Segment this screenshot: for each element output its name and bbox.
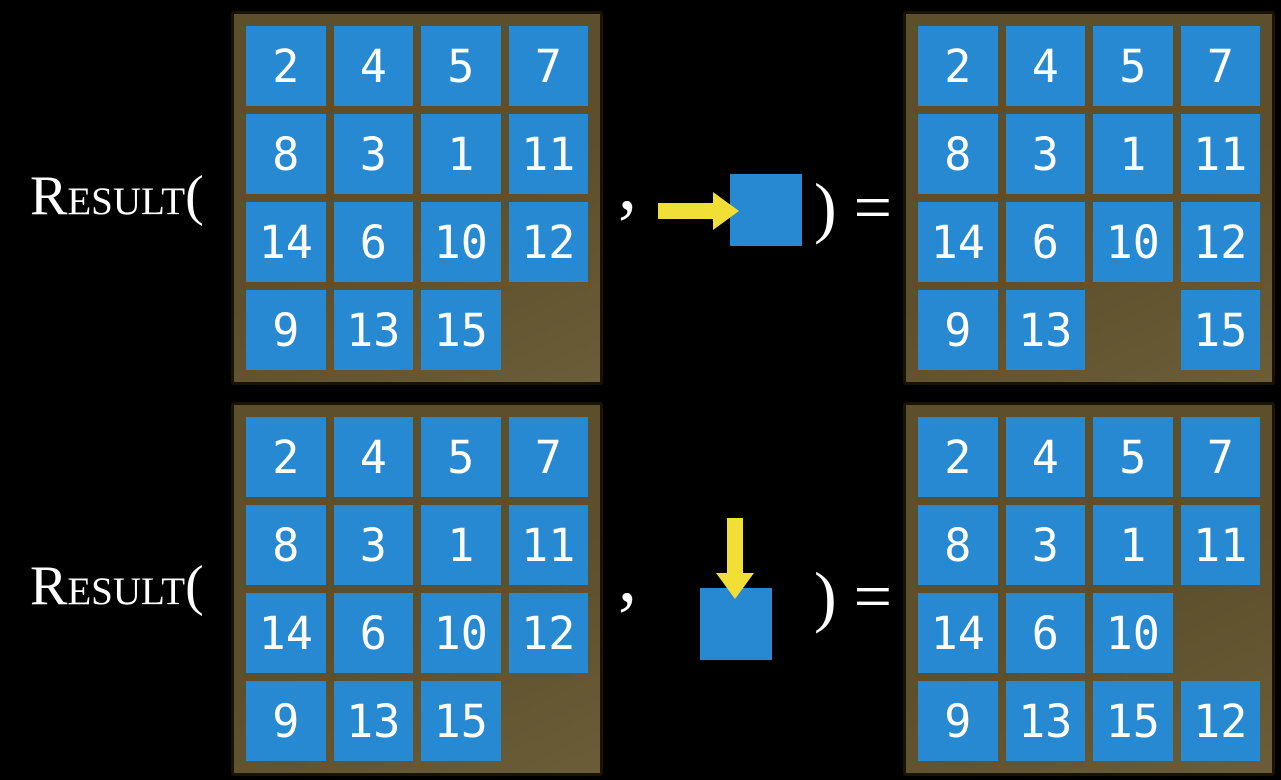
tile-14: 14: [918, 593, 998, 673]
tile-2: 2: [246, 417, 326, 497]
comma-separator: ,: [618, 534, 637, 618]
blank-cell: [509, 290, 589, 370]
tile-6: 6: [333, 202, 413, 282]
move-tile-square: [700, 588, 772, 660]
tile-7: 7: [1180, 417, 1260, 497]
tile-4: 4: [333, 26, 413, 106]
result-function-label: Result(: [30, 165, 204, 227]
tile-3: 3: [1005, 114, 1085, 194]
tile-4: 4: [1005, 26, 1085, 106]
tile-1: 1: [421, 505, 501, 585]
tile-13: 13: [1005, 290, 1085, 370]
tile-15: 15: [421, 681, 501, 761]
tile-4: 4: [333, 417, 413, 497]
tile-1: 1: [1093, 505, 1173, 585]
tile-8: 8: [246, 505, 326, 585]
arrow-shaft: [658, 203, 713, 219]
tile-5: 5: [421, 26, 501, 106]
tile-1: 1: [421, 114, 501, 194]
tile-10: 10: [421, 202, 501, 282]
tile-9: 9: [918, 681, 998, 761]
tile-5: 5: [1093, 26, 1173, 106]
tile-5: 5: [421, 417, 501, 497]
tile-15: 15: [1093, 681, 1173, 761]
tile-9: 9: [246, 290, 326, 370]
tile-10: 10: [1093, 593, 1173, 673]
tile-6: 6: [1005, 593, 1085, 673]
tile-6: 6: [333, 593, 413, 673]
close-paren-equals: ) =: [814, 558, 892, 634]
tile-12: 12: [508, 202, 588, 282]
tile-12: 12: [1180, 681, 1260, 761]
arrow-head: [713, 192, 739, 230]
tile-2: 2: [918, 26, 998, 106]
tile-2: 2: [246, 26, 326, 106]
tile-12: 12: [508, 593, 588, 673]
close-paren-equals: ) =: [814, 169, 892, 245]
comma-separator: ,: [618, 142, 637, 226]
tile-14: 14: [918, 202, 998, 282]
tile-2: 2: [918, 417, 998, 497]
tile-8: 8: [246, 114, 326, 194]
tile-11: 11: [508, 114, 588, 194]
tile-1: 1: [1093, 114, 1173, 194]
blank-cell: [1181, 593, 1261, 673]
tile-11: 11: [1180, 505, 1260, 585]
arrow-head: [716, 573, 754, 599]
tile-3: 3: [1005, 505, 1085, 585]
tile-13: 13: [333, 681, 413, 761]
arrow-shaft: [727, 518, 743, 573]
move-tile-square: [730, 174, 802, 246]
tile-15: 15: [421, 290, 501, 370]
tile-3: 3: [333, 505, 413, 585]
tile-10: 10: [421, 593, 501, 673]
tile-11: 11: [1180, 114, 1260, 194]
tile-7: 7: [508, 26, 588, 106]
tile-9: 9: [918, 290, 998, 370]
tile-7: 7: [1180, 26, 1260, 106]
result-function-label: Result(: [30, 555, 204, 617]
tile-3: 3: [333, 114, 413, 194]
arrow-right-icon: [658, 192, 739, 230]
tile-8: 8: [918, 505, 998, 585]
tile-7: 7: [508, 417, 588, 497]
arrow-down-icon: [716, 518, 754, 599]
tile-6: 6: [1005, 202, 1085, 282]
tile-15: 15: [1180, 290, 1260, 370]
tile-8: 8: [918, 114, 998, 194]
tile-12: 12: [1180, 202, 1260, 282]
tile-13: 13: [333, 290, 413, 370]
blank-cell: [1093, 290, 1173, 370]
tile-13: 13: [1005, 681, 1085, 761]
tile-9: 9: [246, 681, 326, 761]
tile-4: 4: [1005, 417, 1085, 497]
tile-11: 11: [508, 505, 588, 585]
tile-5: 5: [1093, 417, 1173, 497]
tile-14: 14: [246, 202, 326, 282]
tile-10: 10: [1093, 202, 1173, 282]
tile-14: 14: [246, 593, 326, 673]
blank-cell: [509, 681, 589, 761]
